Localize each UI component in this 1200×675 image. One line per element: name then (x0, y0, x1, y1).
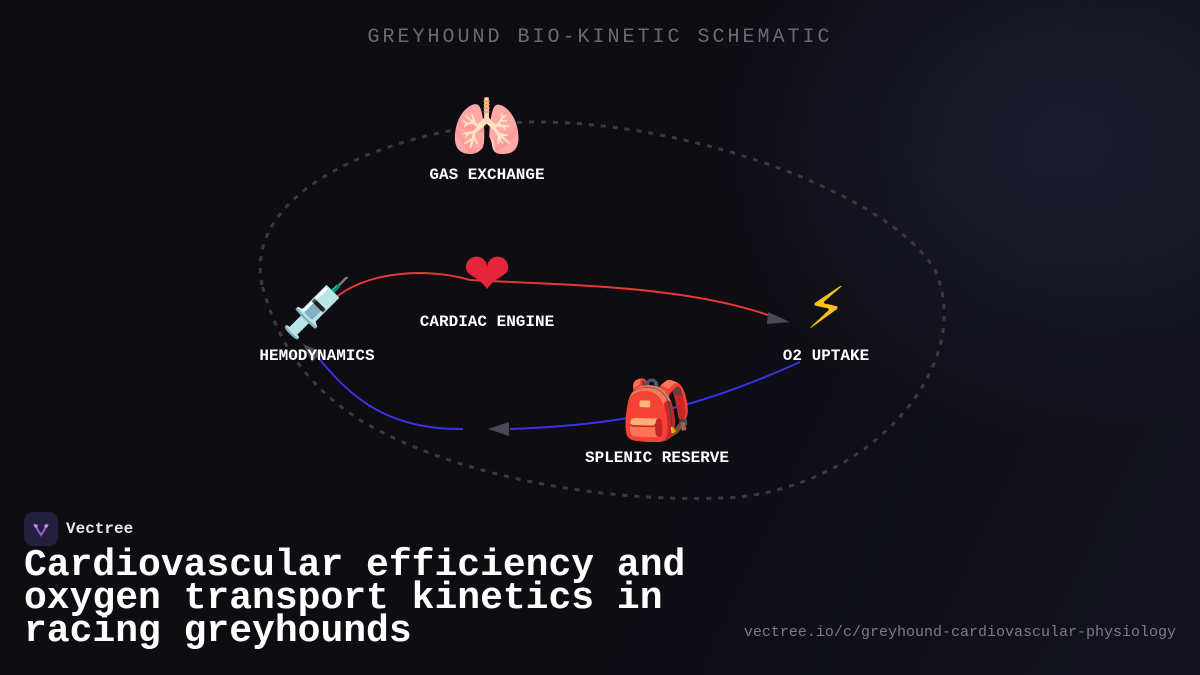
node-hemodynamics: 💉 HEMODYNAMICS (259, 275, 374, 365)
node-label-hemodynamics: HEMODYNAMICS (259, 347, 375, 365)
edge-red-curve (334, 272, 777, 319)
source-url[interactable]: vectree.io/c/greyhound-cardiovascular-ph… (743, 624, 1176, 641)
edge-blue-curve-left (315, 354, 464, 431)
arrowhead-o2-uptake (767, 312, 790, 324)
vectree-logo-icon (24, 512, 58, 546)
diagram-title: GREYHOUND BIO-KINETIC SCHEMATIC (367, 26, 833, 49)
brand[interactable]: Vectree (24, 512, 133, 546)
edge-blue-curve-right (509, 361, 801, 430)
lungs-icon: 🫁 (450, 93, 524, 161)
brand-name: Vectree (66, 520, 134, 538)
backpack-icon: 🎒 (620, 376, 694, 444)
node-splenic-reserve: 🎒 SPLENIC RESERVE (585, 377, 729, 467)
node-label-cardiac-engine: CARDIAC ENGINE (419, 313, 555, 331)
node-gas-exchange: 🫁 GAS EXCHANGE (429, 94, 544, 184)
headline: Cardiovascular efficiency and oxygen tra… (24, 544, 686, 653)
arrowhead-hemodynamics (303, 344, 322, 362)
arrowhead-splenic (488, 422, 509, 436)
node-o2-uptake: ⚡ O2 UPTAKE (783, 275, 869, 365)
lightning-icon: ⚡ (805, 274, 847, 342)
node-label-gas-exchange: GAS EXCHANGE (429, 166, 545, 184)
node-cardiac-engine: ❤ CARDIAC ENGINE (420, 241, 554, 331)
orbit-ring (258, 120, 946, 500)
syringe-icon: 💉 (280, 274, 354, 342)
node-label-splenic-reserve: SPLENIC RESERVE (584, 449, 730, 467)
node-label-o2-uptake: O2 UPTAKE (782, 347, 870, 365)
heart-icon: ❤ (462, 240, 512, 308)
